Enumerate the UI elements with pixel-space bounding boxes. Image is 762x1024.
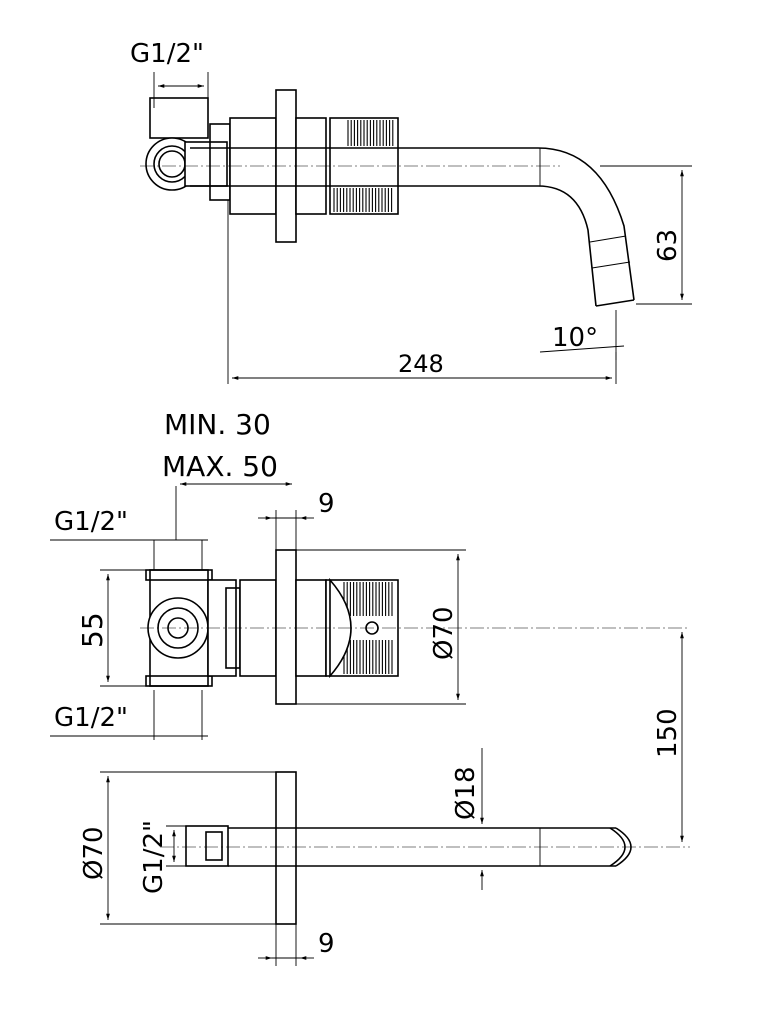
body-thread-bottom-label: G1/2": [54, 703, 128, 733]
plate-thickness-bottom-label: 9: [318, 929, 335, 959]
spout-plate-diameter-label: Ø70: [79, 826, 109, 880]
spout-diameter-label: Ø18: [451, 766, 481, 820]
side-spout-height-label: 63: [653, 229, 683, 262]
side-handle-knurl: [333, 120, 394, 212]
max-depth-label: MAX. 50: [162, 450, 278, 483]
side-angle-label: 10°: [552, 323, 598, 353]
axis-distance-label: 150: [653, 708, 683, 758]
spout-thread-label: G1/2": [139, 820, 169, 894]
side-view: G1/2" 63 10°: [130, 39, 692, 384]
side-thread-label: G1/2": [130, 39, 204, 69]
side-length-label: 248: [398, 350, 444, 378]
min-depth-label: MIN. 30: [164, 408, 271, 441]
plate-thickness-top-label: 9: [318, 489, 335, 519]
body-view: MIN. 30 MAX. 50 9 G1/2": [50, 408, 690, 842]
spout-view: Ø70 G1/2" Ø18 9: [79, 748, 690, 966]
body-height-label: 55: [76, 612, 109, 648]
spout-wall-plate: [275, 771, 297, 925]
body-plate-diameter-label: Ø70: [429, 606, 459, 660]
body-thread-top-label: G1/2": [54, 507, 128, 537]
